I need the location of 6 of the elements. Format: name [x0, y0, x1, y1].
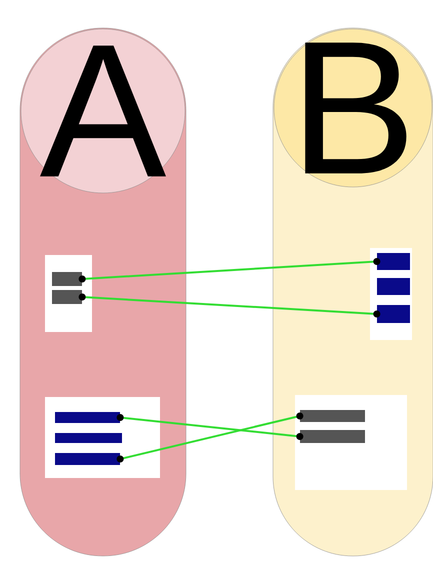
wire [116, 412, 304, 462]
wire [78, 258, 380, 282]
pin-bar [377, 278, 410, 295]
wire [116, 414, 304, 440]
pin-bar [55, 433, 122, 443]
wire [78, 294, 380, 318]
